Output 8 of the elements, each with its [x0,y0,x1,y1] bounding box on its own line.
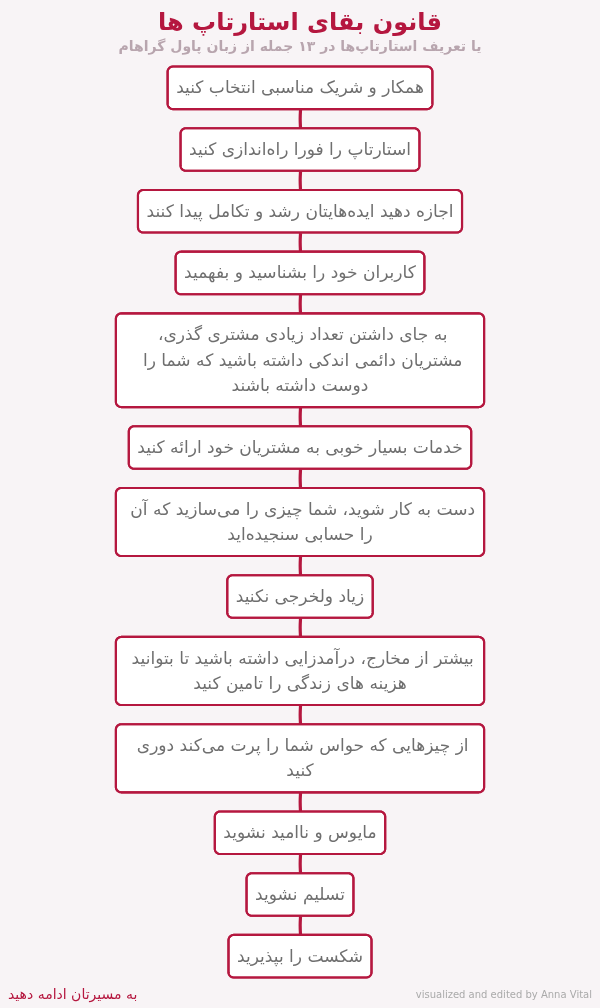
title: قانون بقای استارتاپ ها [158,8,442,36]
connector [298,109,303,129]
credit-text: visualized and edited by Anna Vital [415,988,592,1000]
connector [298,556,303,576]
connector [298,854,303,874]
closing-note: به مسیرتان ادامه دهید [8,986,138,1002]
connector [298,407,303,427]
connector [298,705,303,725]
